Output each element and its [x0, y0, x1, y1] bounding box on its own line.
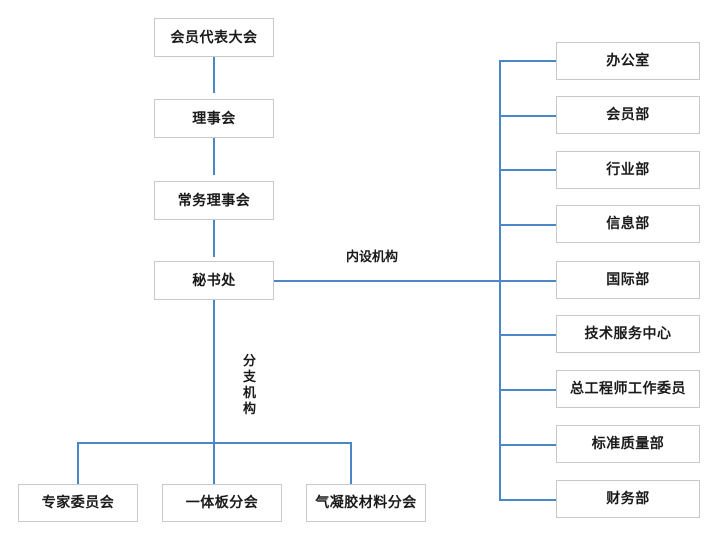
connector-stub-chief-engineer [499, 389, 556, 391]
node-office[interactable]: 办公室 [556, 42, 700, 80]
node-member-assembly[interactable]: 会员代表大会 [154, 18, 274, 57]
node-chief-engineer-committee[interactable]: 总工程师工作委员 [556, 370, 700, 408]
node-council[interactable]: 理事会 [154, 99, 274, 138]
node-information-dept[interactable]: 信息部 [556, 205, 700, 243]
connector-secretariat-to-internal-trunk [274, 280, 501, 282]
connector-assembly-to-council [213, 57, 215, 93]
connector-stub-international [499, 280, 556, 282]
node-standing-council[interactable]: 常务理事会 [154, 181, 274, 220]
edge-label-internal-departments: 内设机构 [343, 246, 402, 265]
branch-label-char-3: 机 [242, 386, 256, 401]
branch-label-char-2: 支 [242, 370, 256, 385]
node-membership-dept[interactable]: 会员部 [556, 96, 700, 134]
connector-drop-aerogel-material [350, 442, 352, 484]
connector-stub-finance [499, 499, 556, 501]
node-finance-dept[interactable]: 财务部 [556, 480, 700, 518]
node-standards-quality-dept[interactable]: 标准质量部 [556, 425, 700, 463]
connector-stub-tech-service [499, 334, 556, 336]
node-expert-committee[interactable]: 专家委员会 [18, 484, 138, 522]
node-integrated-board-branch[interactable]: 一体板分会 [162, 484, 282, 522]
node-aerogel-material-branch[interactable]: 气凝胶材料分会 [306, 484, 426, 522]
connector-stub-office [499, 60, 556, 62]
connector-stub-information [499, 224, 556, 226]
connector-standing-to-secretariat [213, 220, 215, 257]
node-international-dept[interactable]: 国际部 [556, 261, 700, 299]
connector-stub-industry [499, 169, 556, 171]
connector-drop-integrated-board [213, 442, 215, 484]
connector-stub-membership [499, 115, 556, 117]
edge-label-branch-organizations: 分 支 机 构 [240, 352, 259, 420]
connector-secretariat-to-branch-bar [213, 300, 215, 443]
node-technical-service-center[interactable]: 技术服务中心 [556, 315, 700, 353]
connector-stub-standards [499, 444, 556, 446]
node-secretariat[interactable]: 秘书处 [154, 261, 274, 300]
node-industry-dept[interactable]: 行业部 [556, 151, 700, 189]
connector-council-to-standing [213, 138, 215, 175]
branch-label-char-1: 分 [242, 354, 256, 369]
connector-drop-expert-committee [77, 442, 79, 484]
branch-label-char-4: 构 [242, 402, 256, 417]
